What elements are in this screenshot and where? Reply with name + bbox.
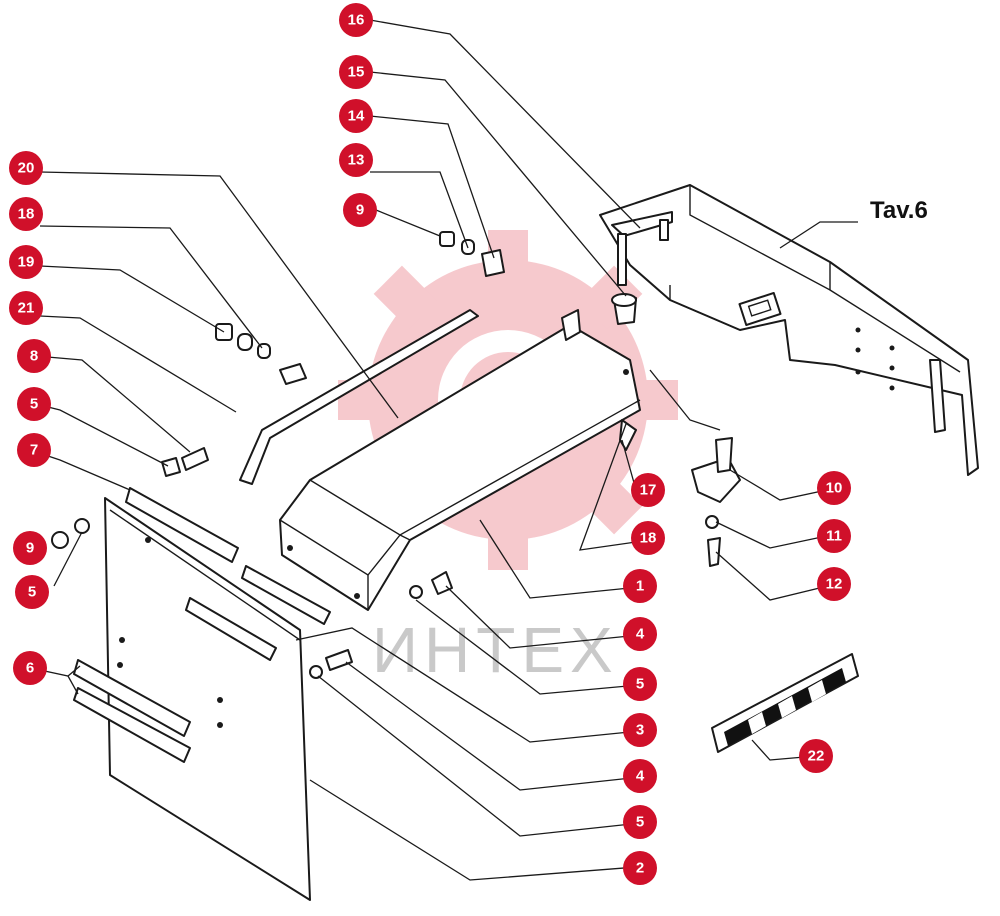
svg-text:12: 12 (826, 576, 843, 593)
callout-13: 13 (339, 143, 373, 177)
hardware-drawing (51, 231, 741, 679)
callout-12: 12 (817, 567, 851, 601)
callout-21: 21 (9, 291, 43, 325)
main-cover-drawing (239, 309, 641, 611)
callout-9-left: 9 (13, 531, 47, 565)
callout-14: 14 (339, 99, 373, 133)
callout-2: 2 (623, 851, 657, 885)
svg-text:5: 5 (30, 396, 38, 413)
callout-8: 8 (17, 339, 51, 373)
svg-text:5: 5 (636, 676, 644, 693)
svg-text:4: 4 (636, 768, 645, 785)
svg-text:16: 16 (348, 12, 365, 29)
callout-5-a: 5 (17, 387, 51, 421)
machine-frame-drawing (599, 184, 979, 476)
side-panel-drawing (73, 487, 331, 901)
svg-text:21: 21 (18, 300, 35, 317)
callout-1: 1 (623, 569, 657, 603)
svg-text:17: 17 (640, 482, 657, 499)
callout-17: 17 (631, 473, 665, 507)
callout-18-right: 18 (631, 521, 665, 555)
svg-text:13: 13 (348, 152, 365, 169)
svg-text:7: 7 (30, 442, 38, 459)
callout-16: 16 (339, 3, 373, 37)
svg-text:19: 19 (18, 254, 35, 271)
svg-text:14: 14 (348, 108, 365, 125)
callout-15: 15 (339, 55, 373, 89)
svg-text:1: 1 (636, 578, 644, 595)
svg-text:10: 10 (826, 480, 843, 497)
svg-text:15: 15 (348, 64, 365, 81)
callout-5-b: 5 (15, 575, 49, 609)
callout-4-a: 4 (623, 617, 657, 651)
callout-20: 20 (9, 151, 43, 185)
table-label: Tav.6 (870, 197, 928, 224)
callout-22: 22 (799, 739, 833, 773)
reflector-strip-drawing (711, 653, 859, 753)
callout-11: 11 (817, 519, 851, 553)
callout-4-b: 4 (623, 759, 657, 793)
svg-text:3: 3 (636, 722, 644, 739)
callout-10: 10 (817, 471, 851, 505)
svg-text:5: 5 (636, 814, 644, 831)
svg-text:11: 11 (826, 528, 842, 545)
svg-text:18: 18 (640, 530, 657, 547)
svg-text:2: 2 (636, 860, 644, 877)
svg-text:9: 9 (356, 202, 364, 219)
leader-lines (35, 19, 837, 881)
callout-3: 3 (623, 713, 657, 747)
svg-text:9: 9 (26, 540, 34, 557)
callout-18-left: 18 (9, 197, 43, 231)
callout-badges: 16 15 14 13 9 20 18 19 21 8 5 7 9 5 6 10… (9, 3, 851, 885)
callout-5-d: 5 (623, 805, 657, 839)
svg-text:5: 5 (28, 584, 36, 601)
callout-6: 6 (13, 651, 47, 685)
svg-text:6: 6 (26, 660, 34, 677)
callout-9-top: 9 (343, 193, 377, 227)
callout-19: 19 (9, 245, 43, 279)
svg-text:18: 18 (18, 206, 35, 223)
svg-text:20: 20 (18, 160, 35, 177)
watermark-text: ИНТЕХ (372, 614, 619, 686)
svg-text:8: 8 (30, 348, 38, 365)
svg-text:4: 4 (636, 626, 645, 643)
callout-7: 7 (17, 433, 51, 467)
callout-5-c: 5 (623, 667, 657, 701)
svg-text:22: 22 (808, 748, 825, 765)
